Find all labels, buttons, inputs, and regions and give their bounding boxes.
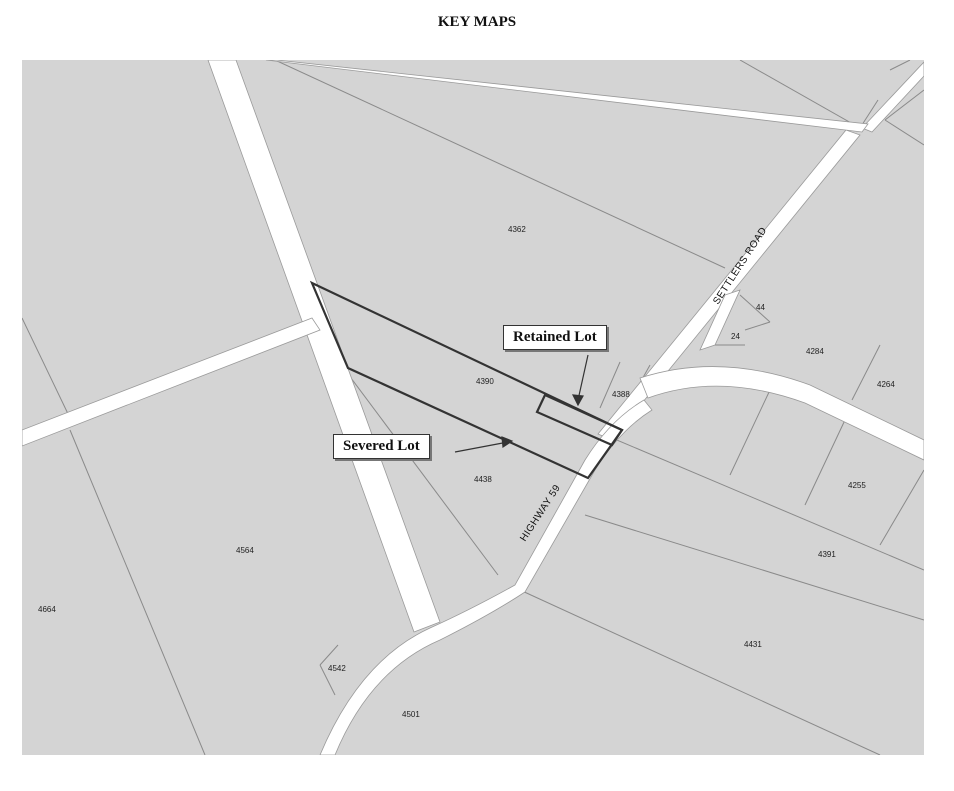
parcel-4362: 4362 xyxy=(508,225,526,234)
parcel-area xyxy=(22,60,924,755)
parcel-44: 44 xyxy=(756,303,765,312)
page-title: KEY MAPS xyxy=(437,14,517,30)
parcel-4390: 4390 xyxy=(476,377,494,386)
parcel-4255: 4255 xyxy=(848,481,866,490)
severed-lot-callout: Severed Lot xyxy=(333,434,430,459)
parcel-4388: 4388 xyxy=(612,390,630,399)
parcel-24: 24 xyxy=(731,332,740,341)
retained-lot-callout: Retained Lot xyxy=(503,325,607,350)
parcel-4542: 4542 xyxy=(328,664,346,673)
parcel-4391: 4391 xyxy=(818,550,836,559)
parcel-4664: 4664 xyxy=(38,605,56,614)
roads xyxy=(22,60,924,755)
parcel-4264: 4264 xyxy=(877,380,895,389)
callout-arrows xyxy=(454,354,589,453)
parcel-4564: 4564 xyxy=(236,546,254,555)
severed-lot-outline xyxy=(309,280,624,480)
parcel-4501: 4501 xyxy=(402,710,420,719)
lot-outlines xyxy=(309,280,624,480)
parcel-4438: 4438 xyxy=(474,475,492,484)
parcel-4431: 4431 xyxy=(744,640,762,649)
parcel-4284: 4284 xyxy=(806,347,824,356)
parcel-boundaries xyxy=(22,60,924,755)
retained-lot-outline xyxy=(535,393,624,447)
